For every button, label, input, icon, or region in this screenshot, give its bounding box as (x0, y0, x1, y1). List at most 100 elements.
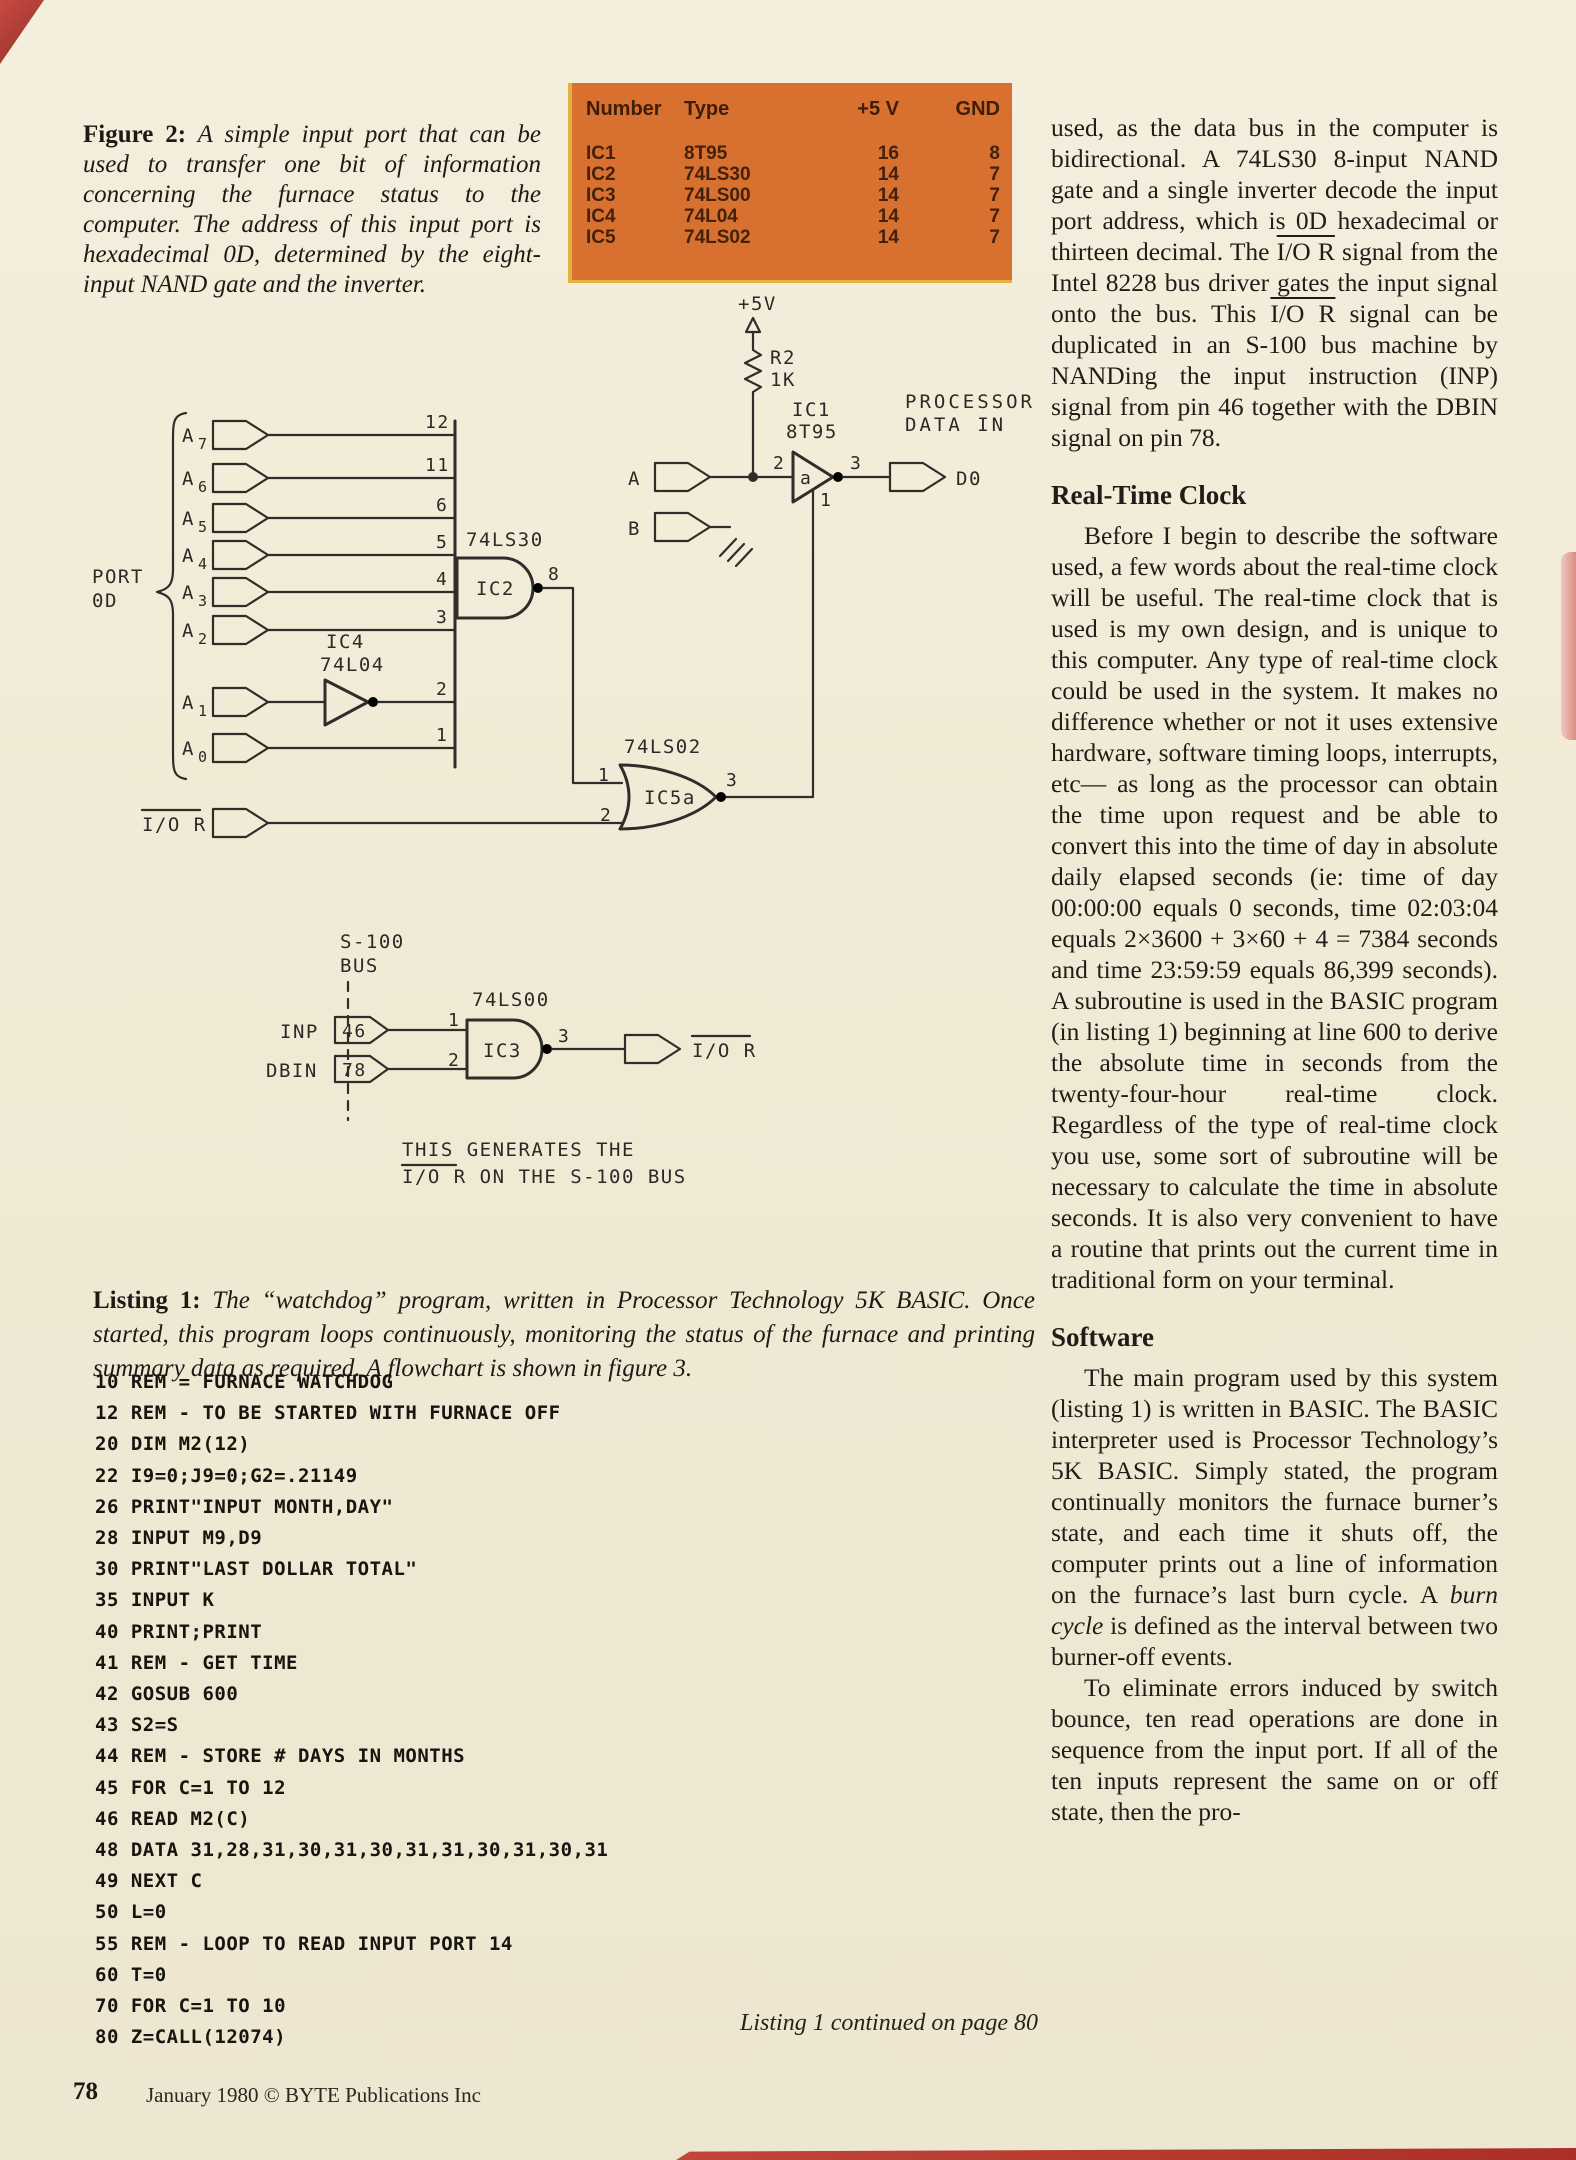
table-cell: IC2 (586, 164, 616, 185)
dbin-label: DBIN (266, 1060, 318, 1082)
a7-label: A (182, 425, 195, 447)
a3-arrow-icon (211, 576, 270, 608)
table-cell: 7 (989, 164, 1000, 185)
table-cell: IC1 (586, 143, 616, 164)
code-line: 10 REM = FURNACE WATCHDOG (95, 1371, 394, 1393)
article-paragraph: To eliminate errors induced by switch bo… (1051, 1673, 1498, 1826)
ic3-ref: IC3 (483, 1040, 522, 1062)
table-cell: IC5 (586, 227, 616, 248)
ic1-pin2: 2 (773, 453, 785, 474)
inverter-gate-icon (323, 678, 370, 727)
table-cell: 7 (989, 206, 1000, 227)
a2-arrow-icon (211, 614, 270, 646)
inp-pin-tag-icon (333, 1015, 390, 1045)
a4-label: A (182, 545, 195, 567)
table-cell: 7 (989, 227, 1000, 248)
ic-table-header: Number Type +5 V GND (572, 83, 1012, 121)
ic1-type: 8T95 (786, 421, 838, 443)
ic5-ref: IC5a (644, 787, 696, 809)
ior-out-label: I/O R (692, 1040, 757, 1062)
ic5a-nor: 74LS02 IC5a 1 2 3 (598, 736, 737, 831)
ior-in-arrow-icon (211, 807, 270, 839)
input-b: B (628, 511, 754, 568)
figure2-caption-label: Figure 2: (83, 121, 187, 148)
code-line: 49 NEXT C (95, 1870, 203, 1893)
a7-arrow-icon (211, 419, 270, 451)
ic1-pin1: 1 (820, 490, 832, 511)
code-line: 48 DATA 31,28,31,30,31,30,31,31,30,31,30… (95, 1839, 609, 1862)
code-line: 44 REM - STORE # DAYS IN MONTHS (95, 1745, 466, 1768)
ic2-nand: 74LS30 IC2 8 (453, 419, 624, 785)
ic2-ref: IC2 (476, 578, 515, 600)
a5-sub: 5 (198, 518, 209, 536)
ic3-pin3: 3 (558, 1026, 570, 1047)
page-edge-curl (1561, 552, 1576, 740)
section-heading-software: Software (1051, 1322, 1154, 1352)
inverter-bubble-icon (368, 697, 378, 707)
ior-in-label: I/O R (142, 814, 207, 836)
port-label-line1: PORT (92, 566, 144, 588)
a4-pin: 5 (436, 532, 448, 553)
code-line: 80 Z=CALL(12074) (95, 2026, 287, 2049)
code-line: 46 READ M2(C) (95, 1807, 251, 1830)
nand2-bubble-icon (542, 1044, 552, 1054)
ic5-pin2: 2 (600, 805, 612, 826)
table-cell: IC3 (586, 185, 616, 206)
address-input-a3: A 3 4 (182, 569, 457, 610)
table-cell: 74LS02 (684, 227, 751, 248)
nand-bubble-icon (533, 583, 543, 593)
a7-sub: 7 (198, 435, 209, 453)
ic3-pin2: 2 (448, 1050, 460, 1071)
a5-label: A (182, 508, 195, 530)
a5-arrow-icon (211, 502, 270, 534)
listing1-caption-text: The “watchdog” program, written in Proce… (93, 1287, 1035, 1382)
table-cell: IC4 (586, 206, 616, 227)
table-cell: 74L04 (684, 206, 738, 227)
code-line: 55 REM - LOOP TO READ INPUT PORT 14 (95, 1932, 513, 1955)
a0-label: A (182, 738, 195, 760)
port-brace (155, 411, 188, 781)
processor-data-in-line1: PROCESSOR (905, 391, 1035, 413)
a6-sub: 6 (198, 478, 209, 496)
code-line: 30 PRINT"LAST DOLLAR TOTAL" (95, 1558, 418, 1581)
enable-wire (724, 489, 815, 799)
inp-label: INP (280, 1021, 319, 1043)
a0-pin: 1 (436, 725, 448, 746)
code-line: 41 REM - GET TIME (95, 1651, 298, 1674)
a1-sub: 1 (198, 702, 209, 720)
output-d0: D0 (841, 461, 980, 493)
supply-arrow-icon (744, 316, 762, 334)
code-line: 42 GOSUB 600 (95, 1683, 239, 1706)
input-a: A (628, 461, 795, 493)
address-input-a0: A 0 1 (182, 725, 457, 766)
figure2-caption-text: A simple input port that can be used to … (83, 121, 542, 298)
address-input-a5: A 5 6 (182, 495, 457, 536)
nor-bubble-icon (716, 792, 726, 802)
code-line: 35 INPUT K (95, 1589, 215, 1612)
code-line: 45 FOR C=1 TO 12 (95, 1776, 287, 1799)
a2-label: A (182, 620, 195, 642)
r2-value: 1K (770, 369, 796, 391)
a5-pin: 6 (436, 495, 448, 516)
input-a-arrow-icon (653, 461, 712, 493)
a6-label: A (182, 468, 195, 490)
processor-data-in-line2: DATA IN (905, 414, 1006, 436)
code-line: 40 PRINT;PRINT (95, 1620, 263, 1643)
col-header-5v: +5 V (857, 98, 899, 120)
a7-pin: 12 (425, 412, 450, 433)
input-a-label: A (628, 468, 641, 490)
ic4-ref: IC4 (326, 631, 365, 653)
output-d0-arrow-icon (888, 461, 947, 493)
ic1-buffer: IC1 8T95 a 2 3 1 PROCESSOR DATA IN (773, 391, 1035, 511)
note-line2: I/O R ON THE S-100 BUS (402, 1166, 687, 1188)
ic5-type: 74LS02 (624, 736, 702, 758)
a3-pin: 4 (436, 569, 448, 590)
ic3-type: 74LS00 (472, 989, 550, 1011)
a4-sub: 4 (198, 555, 209, 573)
nand2-gate-icon (465, 1018, 544, 1080)
ground-icon (718, 537, 754, 568)
article-paragraph: Before I begin to describe the software … (1051, 521, 1498, 1294)
